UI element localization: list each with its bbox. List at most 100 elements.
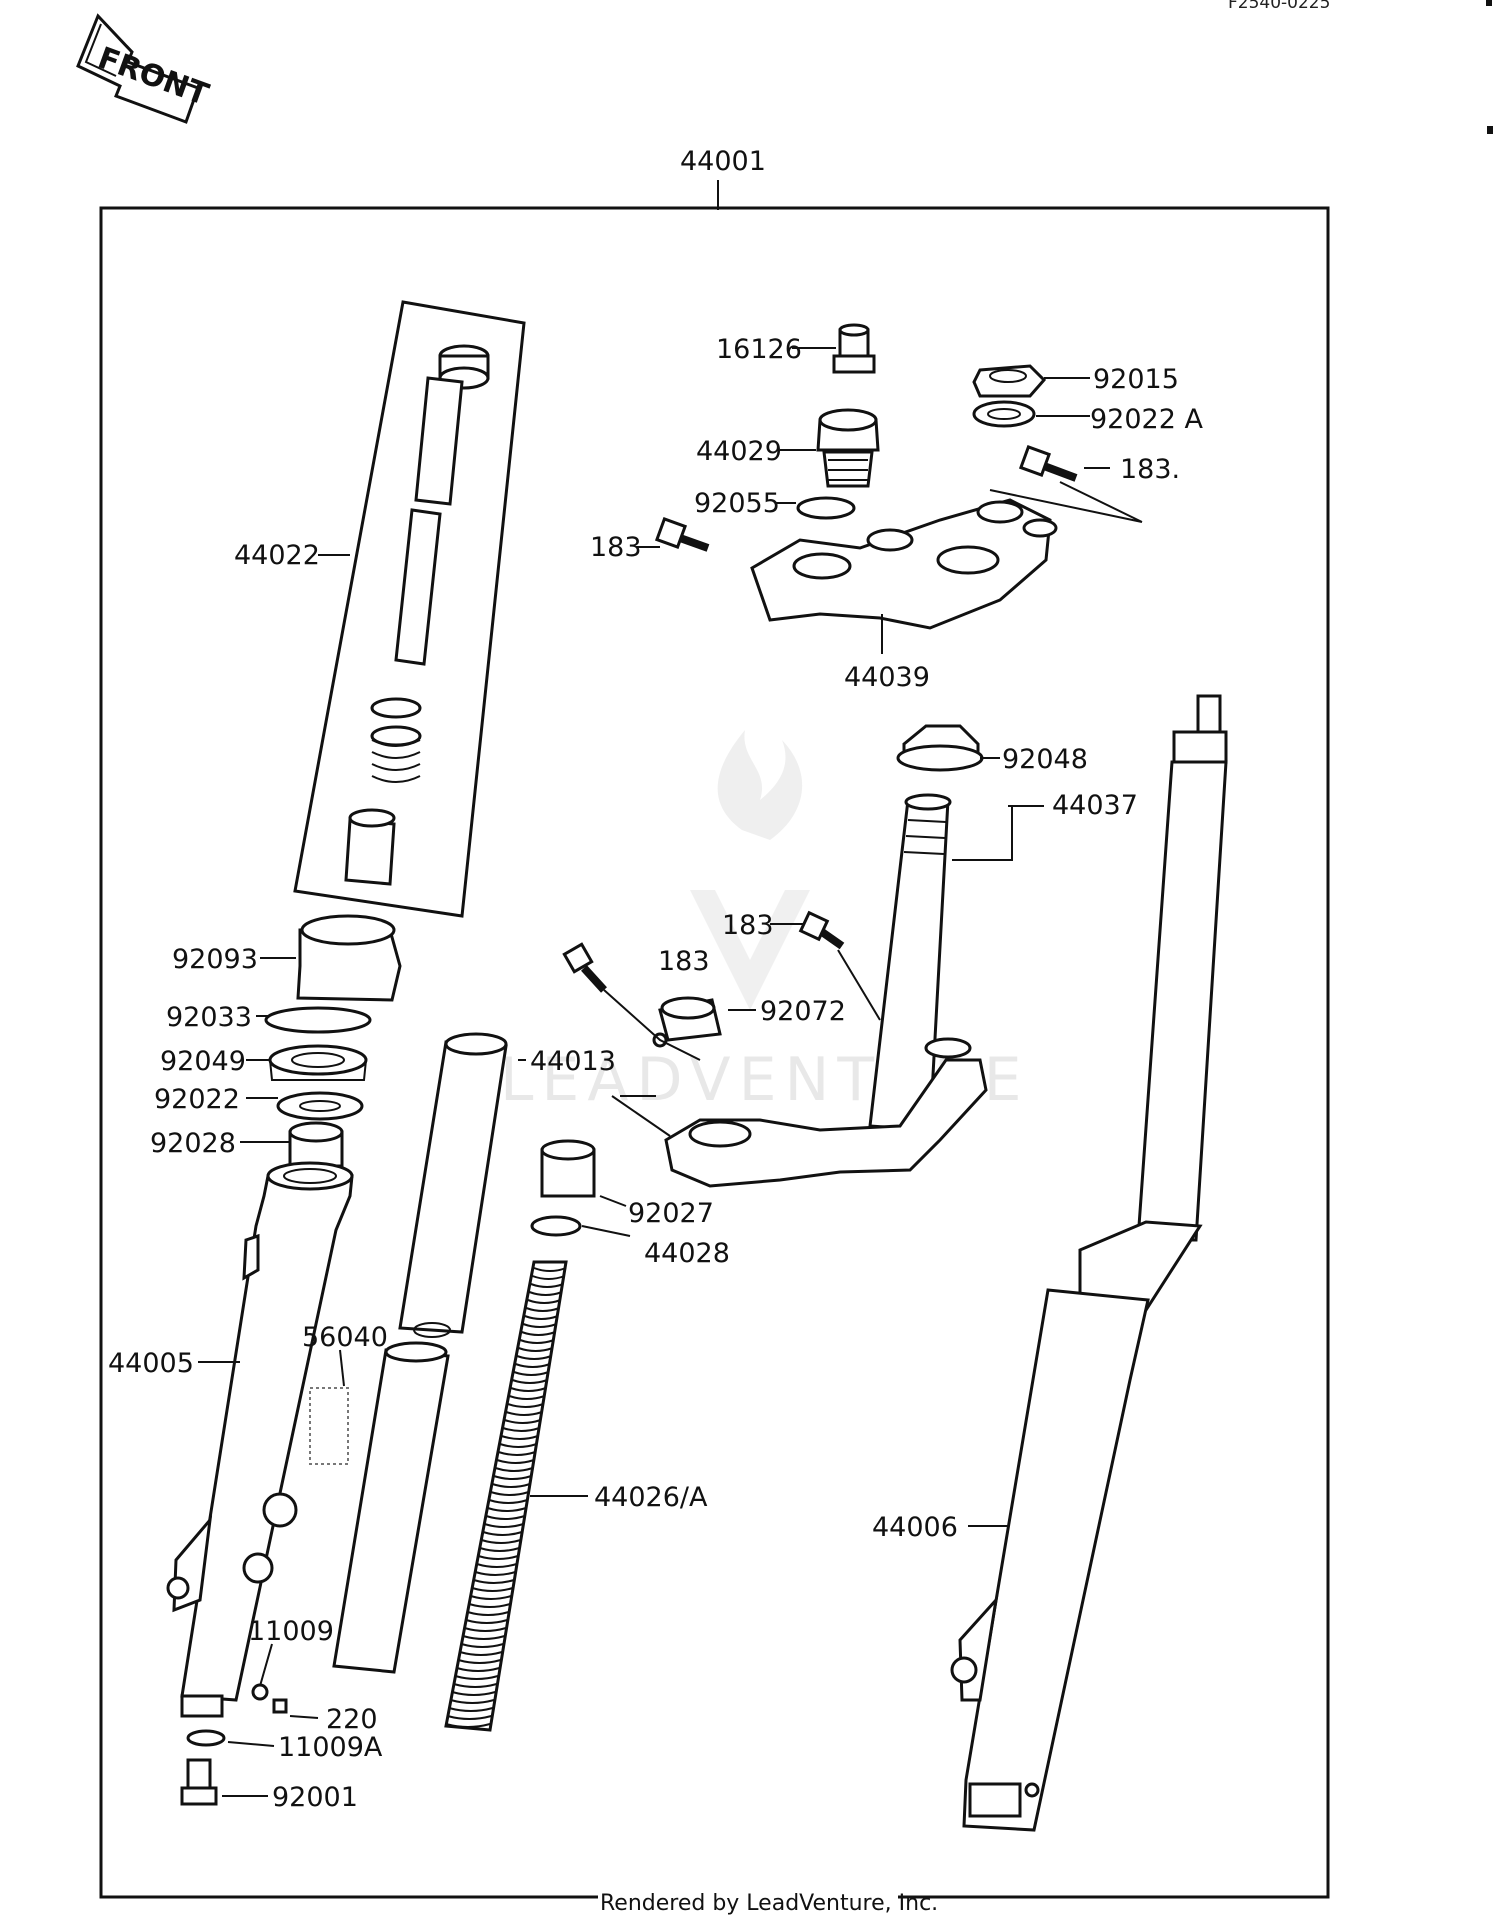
part-label-44029: 44029 [696,436,782,467]
spring-coil [501,1435,539,1440]
part-label-92022: 92022 [154,1084,240,1115]
part-label-44022: 44022 [234,540,320,571]
fork-assembly-44006 [950,694,1228,1832]
front-arrow-badge: FRONT [76,13,213,124]
spring-coil [454,1675,499,1680]
spring-coil [478,1555,519,1560]
part-label-92048: 92048 [1002,744,1088,775]
part-label-92049: 92049 [160,1046,246,1077]
spring-coil [462,1635,505,1640]
washer-92022 [276,1091,364,1121]
part-label-183-top-left: 183 [590,532,642,563]
spring-coil [507,1403,544,1408]
spring-coil [529,1291,563,1296]
spring-coil [521,1331,556,1336]
spring-coil [459,1651,503,1656]
spring-coil [495,1467,533,1472]
spring-coil [493,1475,532,1480]
part-label-92027: 92027 [628,1198,714,1229]
spring-coil [504,1419,541,1424]
spring-coil [450,1699,495,1704]
top-bracket-44039 [750,498,1058,630]
part-label-44039: 44039 [844,662,930,693]
nut-92015 [972,364,1047,398]
inner-tube-44013 [398,1032,508,1338]
spring-44026a [444,1260,568,1732]
spring-coil [451,1691,496,1696]
part-label-16126: 16126 [716,334,802,365]
spring-coil [484,1523,524,1528]
bottom-bracket-44013 [664,1037,988,1188]
spring-coil [499,1443,537,1448]
spring-coil [532,1275,566,1280]
collar-92027 [540,1139,596,1198]
spring-coil [461,1643,504,1648]
label-sticker-56040 [309,1387,349,1465]
part-label-92022a-top: 92022 A [1090,404,1203,435]
spring-coil [453,1683,497,1688]
part-label-44028: 44028 [644,1238,730,1269]
part-label-92028: 92028 [150,1128,236,1159]
leader-lines [198,347,1110,1797]
spring-coil [447,1715,492,1720]
spring-coil [510,1387,547,1392]
spring-coil [488,1499,528,1504]
oil-seal-92049 [268,1044,368,1081]
part-label-44037: 44037 [1052,790,1138,821]
spring-coil [505,1411,543,1416]
part-label-92001: 92001 [272,1782,358,1813]
spring-coil [448,1707,493,1712]
part-label-56040: 56040 [302,1322,388,1353]
spring-coil [519,1339,555,1344]
spring-coil [473,1579,515,1584]
gasket-11009a [186,1729,226,1747]
spring-coil [470,1595,512,1600]
clip-92033 [264,1006,372,1034]
spring-coil [508,1395,545,1400]
bolt-183-mid-left [562,942,607,993]
spring-coil [522,1323,558,1328]
reference-code: F2540-0225 [1228,0,1330,13]
bolt-92001 [180,1758,218,1806]
spring-coil [476,1563,517,1568]
spring-coil [445,1723,491,1728]
spring-coil [479,1547,520,1552]
part-label-11009a: 11009A [278,1732,383,1763]
edge-mark-icon [1487,126,1493,134]
bushing-92028 [288,1121,344,1168]
spring-coil [482,1531,523,1536]
spring-coil [471,1587,513,1592]
part-label-92093: 92093 [172,944,258,975]
part-label-44006: 44006 [872,1512,958,1543]
spring-coil [485,1515,525,1520]
spring-coil [475,1571,516,1576]
gasket-11009 [251,1683,269,1701]
assembly-label: 44001 [680,146,766,177]
part-label-92072: 92072 [760,996,846,1027]
bolt-183-top-left [654,516,710,552]
damper-kit-44022 [293,300,526,918]
spring-seat-44028 [530,1215,582,1237]
corner-mark-icon [1486,0,1492,6]
spring-coil [465,1619,508,1624]
spring-coil [530,1283,564,1288]
spring-coil [502,1427,540,1432]
part-label-183-top-right: 183. [1120,454,1180,485]
fork-cap-44029 [816,408,880,488]
spring-coil [524,1315,559,1320]
spring-coil [487,1507,527,1512]
part-label-44013: 44013 [530,1046,616,1077]
spring-coil [490,1491,529,1496]
cable-guide-92072 [652,996,722,1048]
spring-coil [468,1603,511,1608]
part-label-44005: 44005 [108,1348,194,1379]
outer-tube-44005 [166,1161,354,1718]
part-label-11009: 11009 [248,1616,334,1647]
spring-coil [458,1659,501,1664]
spring-coil [467,1611,509,1616]
o-ring-92055 [796,496,856,520]
spring-coil [464,1627,507,1632]
screw-220 [272,1698,288,1714]
bolt-183-top-right [1018,444,1078,482]
